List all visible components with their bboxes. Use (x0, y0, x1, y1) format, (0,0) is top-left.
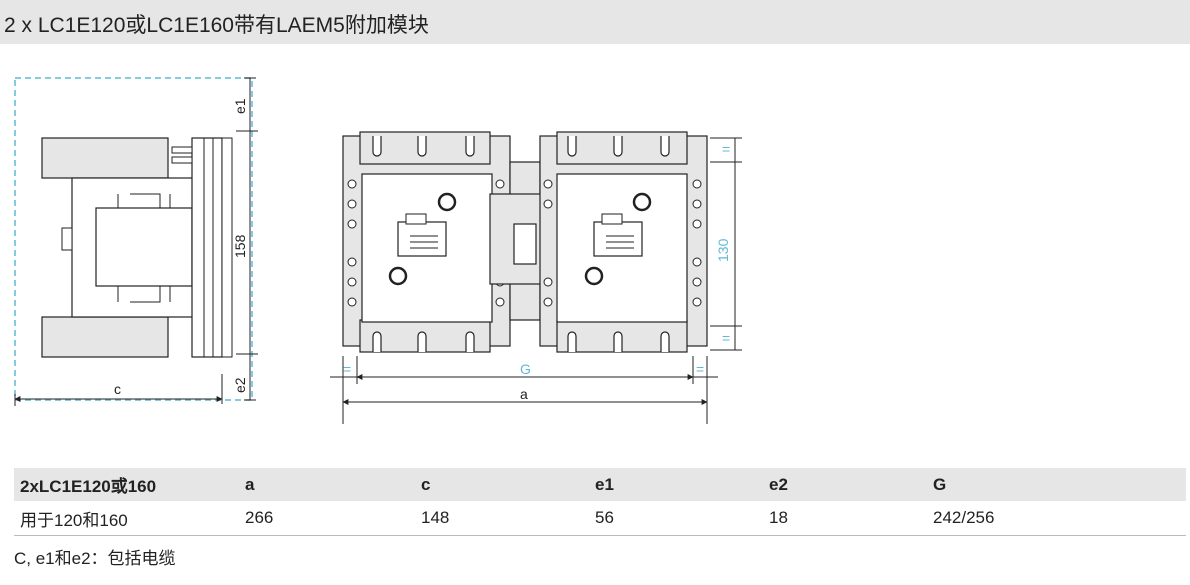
side-view: e1 158 e2 c (14, 77, 258, 406)
e2-label: e2 (232, 377, 248, 393)
e1-label: e1 (232, 98, 248, 114)
dimension-drawing: e1 158 e2 c (14, 77, 742, 424)
svg-text:=: = (722, 141, 730, 157)
cell-usage: 用于120和160 (14, 501, 235, 536)
height-130-label: 130 (715, 238, 731, 262)
contactor-right (539, 131, 708, 353)
title-bar: 2 x LC1E120或LC1E160带有LAEM5附加模块 (0, 0, 1190, 44)
contactor-left (342, 131, 511, 353)
svg-text:=: = (696, 361, 704, 377)
cell-a: 266 (235, 501, 415, 536)
mechanical-interlock (489, 161, 561, 321)
table-header-row: 2xLC1E120或160 a c e1 e2 G (14, 468, 1186, 501)
dimensions-table: 2xLC1E120或160 a c e1 e2 G 用于120和160 266 … (14, 468, 1186, 536)
c-label: c (114, 381, 121, 397)
col-header-a: a (235, 468, 415, 501)
side-bottom-block (41, 316, 169, 358)
page-title: 2 x LC1E120或LC1E160带有LAEM5附加模块 (4, 14, 429, 37)
a-label: a (520, 386, 528, 402)
side-coil (95, 207, 193, 287)
table-row: 用于120和160 266 148 56 18 242/256 (14, 501, 1186, 536)
cell-c: 148 (415, 501, 589, 536)
svg-text:=: = (343, 361, 351, 377)
col-header-c: c (415, 468, 589, 501)
footnote: C, e1和e2：包括电缆 (14, 549, 176, 568)
height-158-label: 158 (232, 234, 248, 258)
cell-e2: 18 (763, 501, 927, 536)
col-header-e2: e2 (763, 468, 927, 501)
side-top-block (41, 137, 169, 179)
col-header-G: G (927, 468, 1186, 501)
cell-e1: 56 (589, 501, 763, 536)
col-header-e1: e1 (589, 468, 763, 501)
svg-text:=: = (722, 330, 730, 346)
front-view: = = 130 = = G a (330, 131, 742, 424)
G-label: G (520, 361, 531, 377)
cell-G: 242/256 (927, 501, 1186, 536)
side-rail (191, 137, 223, 358)
side-terminal (61, 227, 73, 251)
col-header-model: 2xLC1E120或160 (14, 468, 235, 501)
